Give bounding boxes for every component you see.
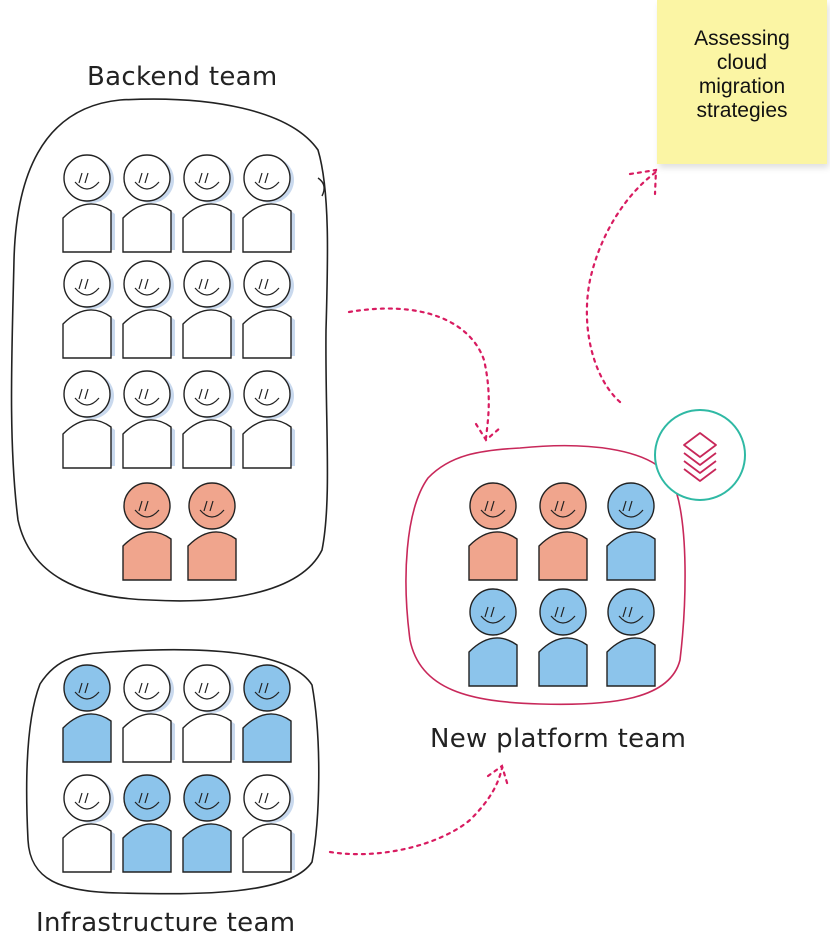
platform-badge: [654, 409, 746, 501]
platform-to-strategy-arrow: [585, 168, 658, 404]
sticky-note: Assessing cloud migration strategies: [657, 0, 827, 164]
team-member-blue: [606, 588, 656, 687]
team-member-white: [182, 370, 235, 469]
team-member-white: [182, 154, 235, 253]
infrastructure-to-platform-arrow: [328, 764, 510, 856]
backend-to-platform-arrow: [347, 307, 502, 442]
team-member-orange: [187, 482, 237, 581]
arrow-head: [474, 422, 502, 442]
team-member-white: [242, 370, 295, 469]
team-member-orange: [122, 482, 172, 581]
team-member-white: [62, 154, 115, 253]
backend-team-label: Backend team: [87, 62, 278, 92]
team-member-blue: [242, 664, 292, 763]
arrow-head: [486, 764, 510, 788]
team-member-white: [182, 260, 235, 359]
backend-team-boundary: [10, 98, 329, 602]
stacked-layers-icon: [683, 432, 717, 482]
team-member-blue: [182, 774, 232, 873]
team-member-white: [62, 774, 115, 873]
team-member-blue: [468, 588, 518, 687]
team-member-orange: [468, 482, 518, 581]
team-member-white: [62, 260, 115, 359]
team-member-white: [122, 664, 175, 763]
infrastructure-team-boundary: [25, 648, 320, 895]
team-member-white: [242, 154, 295, 253]
team-member-white: [122, 370, 175, 469]
infrastructure-team-label: Infrastructure team: [36, 908, 296, 938]
team-member-white: [122, 154, 175, 253]
team-member-white: [122, 260, 175, 359]
team-member-orange: [538, 482, 588, 581]
sticky-note-text: Assessing cloud migration strategies: [694, 27, 790, 122]
team-member-white: [62, 370, 115, 469]
team-member-white: [242, 260, 295, 359]
team-member-white: [182, 664, 235, 763]
arrow-head: [628, 168, 658, 196]
team-member-blue: [538, 588, 588, 687]
backend-team-boundary-overstroke: [317, 177, 325, 197]
team-members: [62, 154, 656, 873]
team-member-blue: [62, 664, 112, 763]
team-member-blue: [606, 482, 656, 581]
team-member-blue: [122, 774, 172, 873]
team-member-white: [242, 774, 295, 873]
new-platform-team-label: New platform team: [430, 724, 687, 754]
